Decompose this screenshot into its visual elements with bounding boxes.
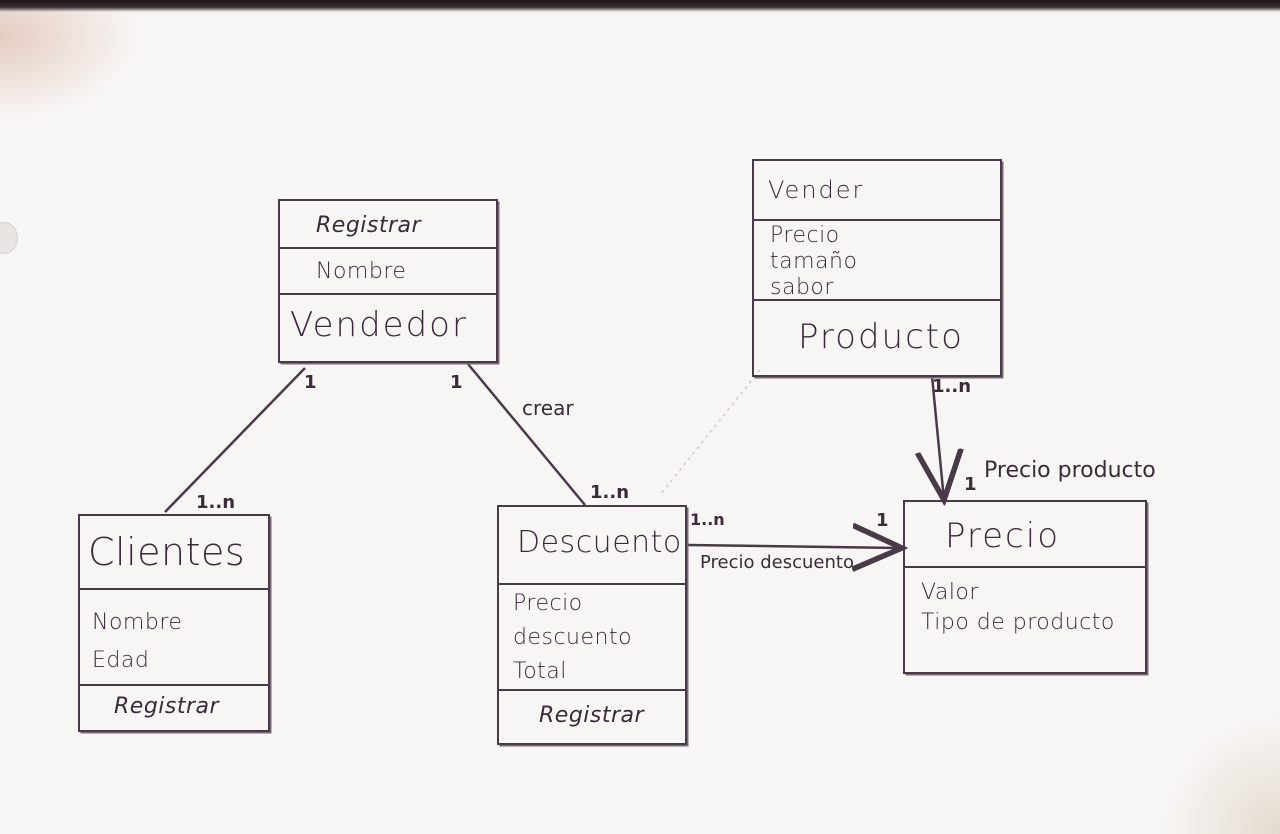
precio-name: Precio xyxy=(905,502,1145,568)
producto-attributes: Precio tamaño sabor xyxy=(754,221,1000,301)
class-precio: Precio Valor Tipo de producto xyxy=(903,500,1147,674)
paper-edge xyxy=(0,0,1280,12)
label-precio-descuento: Precio descuento xyxy=(700,552,854,573)
producto-methods: Vender xyxy=(754,161,1000,221)
assoc-vendedor-clientes xyxy=(164,367,306,513)
label-crear: crear xyxy=(522,396,574,420)
vendedor-methods: Registrar xyxy=(280,201,496,249)
mult-producto-precio-precio: 1 xyxy=(964,474,977,495)
paper-stain xyxy=(0,0,140,120)
assoc-vendedor-descuento xyxy=(467,363,586,506)
descuento-name: Descuento xyxy=(499,507,685,585)
precio-attributes: Valor Tipo de producto xyxy=(921,580,1115,635)
class-vendedor: Registrar Nombre Vendedor xyxy=(278,199,498,363)
class-descuento: Descuento Precio descuento Total Registr… xyxy=(497,505,687,745)
paper-shadow xyxy=(1160,714,1280,834)
assoc-producto-precio xyxy=(932,375,944,500)
mult-vendedor-clientes-clientes: 1..n xyxy=(196,492,236,513)
faint-dotted-line xyxy=(659,369,761,496)
producto-name: Producto xyxy=(798,317,964,357)
class-clientes: Clientes Nombre Edad Registrar xyxy=(78,514,270,732)
assoc-descuento-precio xyxy=(687,545,902,548)
mult-descuento-precio-precio: 1 xyxy=(876,510,889,531)
mult-producto-precio-producto: 1..n xyxy=(932,376,972,397)
label-precio-producto: Precio producto xyxy=(984,458,1156,483)
descuento-attributes: Precio descuento Total xyxy=(499,585,685,691)
clientes-name: Clientes xyxy=(80,516,268,590)
mult-vendedor-descuento-vendedor: 1 xyxy=(450,372,463,393)
clientes-attributes: Nombre Edad xyxy=(80,590,268,686)
mult-vendedor-descuento-descuento: 1..n xyxy=(590,482,630,503)
clientes-methods: Registrar xyxy=(114,694,220,719)
class-producto: Vender Precio tamaño sabor Producto xyxy=(752,159,1002,377)
vendedor-name: Vendedor xyxy=(290,305,468,345)
descuento-methods: Registrar xyxy=(539,703,645,728)
vendedor-attributes: Nombre xyxy=(280,249,496,295)
mult-vendedor-clientes-vendedor: 1 xyxy=(304,372,317,393)
mult-descuento-precio-descuento: 1..n xyxy=(690,510,725,529)
